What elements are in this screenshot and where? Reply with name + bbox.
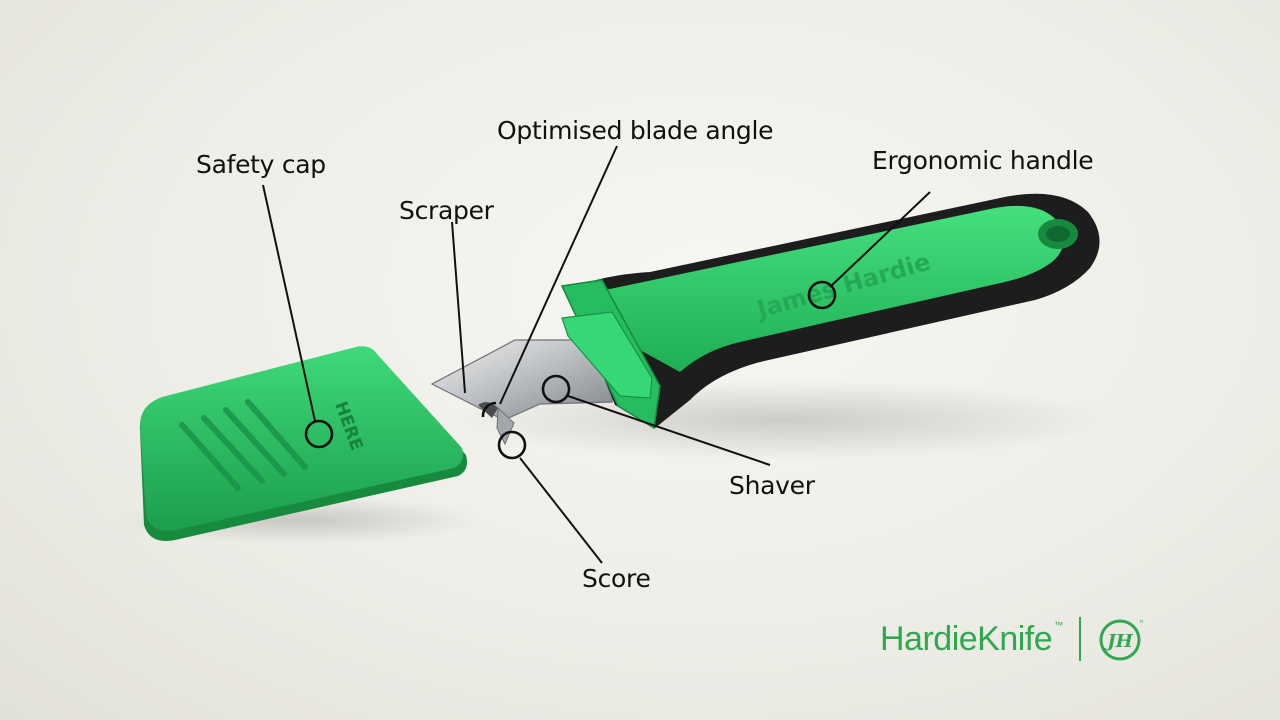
leader-score [519,457,603,564]
jh-monogram-text: JH [1104,631,1134,652]
safety-cap: HERE [139,346,468,541]
brand-divider [1079,617,1082,661]
label-scraper: Scraper [399,196,494,225]
ring-safety-cap [304,419,334,449]
jh-trademark: ™ [1139,620,1143,627]
ring-blade-angle [481,401,497,418]
ring-score [497,430,527,460]
brand-name: HardieKnife [880,619,1053,658]
jh-monogram-icon: JH ™ [1099,619,1143,661]
label-shaver: Shaver [729,471,815,500]
leader-scraper [451,221,466,394]
leader-safety-cap [262,184,316,422]
label-ergonomic-handle: Ergonomic handle [872,146,1094,175]
blade [430,339,616,446]
brand-logo: HardieKnife ™ JH ™ [880,612,1143,666]
leader-handle [829,191,931,288]
label-score: Score [582,564,651,593]
ring-shaver [541,374,571,404]
callout-rings [304,280,837,460]
brand-trademark: ™ [1054,620,1064,630]
label-safety-cap: Safety cap [196,150,326,179]
leader-blade-angle [499,145,618,405]
callout-lines [262,145,931,564]
label-blade-angle: Optimised blade angle [497,116,774,145]
ring-handle [807,280,837,310]
leader-shaver [567,395,771,466]
